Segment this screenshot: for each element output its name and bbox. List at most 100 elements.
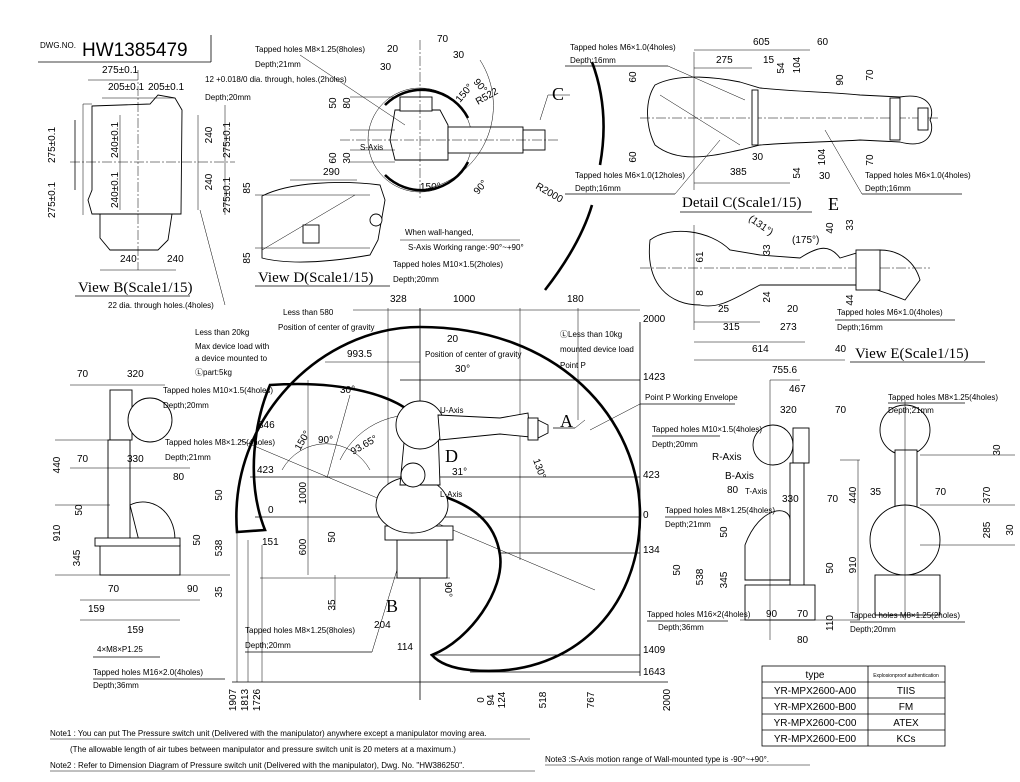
callout-note: 4×M8×P1.25 [97, 645, 143, 654]
callout-note: Depth;20mm [245, 641, 291, 650]
dimension-label: 204 [374, 620, 391, 631]
detail-c-drawing [565, 49, 962, 213]
dimension-label: 240 [167, 254, 184, 265]
callout-note: Tapped holes M8×1.25(8holes) [245, 626, 355, 635]
dimension-label: 315 [723, 322, 740, 333]
side-view-working-envelope [232, 308, 735, 700]
callout-note: Depth;20mm [393, 275, 439, 284]
callout-note: Depth;16mm [570, 56, 616, 65]
dimension-label: 20 [787, 304, 799, 315]
callout-note: Tapped holes M10×1.5(4holes) [652, 425, 762, 434]
dimension-label: (175°) [792, 235, 819, 246]
marker-d: D [445, 446, 458, 466]
dimension-label: 70 [835, 405, 847, 416]
dimension-label: 30 [752, 152, 764, 163]
dimension-label: 35 [870, 487, 882, 498]
dimension-label: 30 [342, 152, 353, 164]
dimension-label: 993.5 [347, 349, 372, 360]
table-cell-type: YR-MPX2600-A00 [774, 686, 857, 697]
dimension-label: 538 [214, 539, 225, 556]
callout-note: Ⓛpart:5kg [195, 368, 232, 377]
dimension-label: 385 [730, 167, 747, 178]
dimension-label: 240 [120, 254, 137, 265]
dimension-label: 370 [982, 486, 993, 503]
left-side-view-drawing [55, 384, 230, 680]
dimension-label: 600 [298, 538, 309, 555]
dimension-label: 275 [716, 55, 733, 66]
dimension-label: 1000 [453, 294, 476, 305]
marker-c: C [552, 84, 564, 104]
callout-note: ⓁLess than 10kg [560, 330, 622, 339]
callout-note: Tapped holes M6×1.0(4holes) [865, 171, 971, 180]
table-row: YR-MPX2600-E00 KCs [774, 734, 916, 745]
dimension-label: 30° [340, 385, 355, 396]
dimension-label: 20 [447, 334, 459, 345]
view-b-drawing [70, 70, 235, 306]
dimension-label: 60 [628, 71, 639, 83]
top-view-drawing [299, 40, 605, 291]
callout-note: Tapped holes M6×1.0(4holes) [570, 43, 676, 52]
dimension-label: 134 [643, 545, 660, 556]
rear-view-drawing [869, 400, 1015, 620]
dimension-label: 328 [390, 294, 407, 305]
dimension-label: 50 [825, 562, 836, 574]
dimension-label: 273 [780, 322, 797, 333]
dimension-label: 0 [268, 505, 274, 516]
callout-note: 12 +0.018/0 dia. through, holes.(2holes) [205, 75, 347, 84]
dimension-label: 50 [74, 504, 85, 516]
callout-note: Tapped holes M10×1.5(4holes) [163, 386, 273, 395]
marker-a: A [560, 411, 573, 431]
title-block: DWG.NO. HW1385479 [38, 35, 212, 63]
table-cell-authentication: TIIS [897, 686, 916, 697]
table-cell-type: YR-MPX2600-E00 [774, 734, 857, 745]
dimension-label: 467 [789, 384, 806, 395]
dimension-label: 423 [643, 470, 660, 481]
dimension-label: 440 [52, 456, 63, 473]
front-view-drawing [647, 379, 965, 640]
callout-note: Depth;21mm [665, 520, 711, 529]
dimension-label: 538 [695, 568, 706, 585]
dimension-label: 1423 [643, 372, 666, 383]
dimension-label: 285 [982, 521, 993, 538]
dimension-label: 2000 [662, 688, 673, 711]
callout-note: Point P Working Envelope [645, 393, 738, 402]
detail-c-title: Detail C(Scale1/15) [682, 195, 802, 211]
dimension-label: 240±0.1 [110, 172, 121, 209]
callout-note: mounted device load [560, 345, 634, 354]
dimension-label: 70 [935, 487, 947, 498]
dimension-label: 70 [77, 369, 89, 380]
view-b-title: View B(Scale1/15) [78, 280, 193, 296]
note-2: Note2 : Refer to Dimension Diagram of Pr… [50, 761, 464, 770]
dimension-label: 30 [380, 62, 392, 73]
dimension-label: 40 [835, 344, 847, 355]
marker-e: E [828, 194, 839, 214]
callout-note: Position of center of gravity [278, 323, 375, 332]
dimension-label: 767 [586, 691, 597, 708]
dimension-label: 70 [437, 34, 449, 45]
dimension-label: 275±0.1 [222, 122, 233, 159]
dimension-label: 90° [318, 435, 333, 446]
callout-note: Depth;21mm [888, 406, 934, 415]
callout-note: Tapped holes M16×2(4holes) [647, 610, 751, 619]
dimension-label: 33 [762, 244, 773, 256]
dimension-label: 275±0.1 [47, 127, 58, 164]
dimension-label: 1643 [643, 667, 666, 678]
callout-note: Max device load with [195, 342, 269, 351]
dimension-label: 290 [323, 167, 340, 178]
table-row: YR-MPX2600-B00 FM [774, 702, 913, 713]
callout-note: Depth;20mm [652, 440, 698, 449]
marker-b: B [386, 596, 398, 616]
dimension-label: 151 [262, 537, 279, 548]
dimension-label: 320 [127, 369, 144, 380]
table-header-authentication: Explosionproof authentication [873, 673, 939, 679]
dimension-label: 330 [782, 494, 799, 505]
table-row: YR-MPX2600-C00 ATEX [774, 718, 919, 729]
note-3: Note3 :S-Axis motion range of Wall-mount… [545, 755, 769, 764]
callout-note: Less than 20kg [195, 328, 249, 337]
view-e-title: View E(Scale1/15) [855, 346, 969, 362]
dimension-label: 70 [865, 154, 876, 166]
callout-note: Depth;21mm [165, 453, 211, 462]
dimension-label: 70 [108, 584, 120, 595]
